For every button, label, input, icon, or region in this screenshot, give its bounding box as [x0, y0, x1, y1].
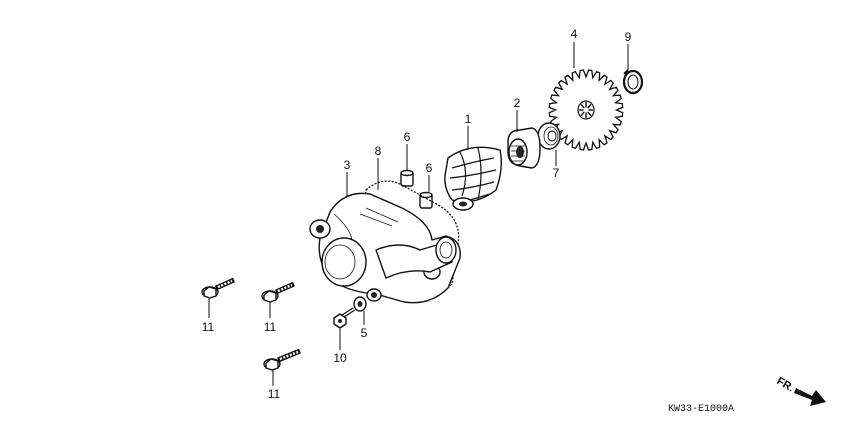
part-11-flange-bolt-a: [201, 277, 236, 299]
callout-2: 2: [514, 96, 521, 110]
callout-8: 8: [375, 144, 382, 158]
callout-3: 3: [344, 158, 351, 172]
part-11-flange-bolt-b: [261, 281, 296, 303]
part-11-flange-bolt-c: [263, 348, 301, 371]
callout-6-upper: 6: [404, 130, 411, 144]
part-7-oil-seal: [537, 122, 561, 150]
part-4-sprocket: [548, 69, 624, 151]
callout-11-b: 11: [264, 320, 277, 334]
callout-9: 9: [625, 30, 632, 44]
part-9-snap-ring: [622, 69, 644, 95]
callout-11-c: 11: [268, 387, 281, 401]
part-1-impeller: [444, 146, 503, 211]
part-10-drain-bolt: [333, 307, 356, 329]
part-code: KW33-E1000A: [668, 404, 734, 415]
sprocket-spline: [587, 111, 592, 117]
callout-5: 5: [361, 326, 368, 340]
callout-4: 4: [571, 27, 578, 41]
front-direction-indicator: FR.: [775, 375, 826, 406]
front-label: FR.: [775, 375, 796, 394]
part-2-mechanical-seal: [507, 127, 541, 169]
part-3-pump-cover: [309, 192, 461, 304]
sprocket-spline: [587, 103, 592, 109]
part-6-dowel-pin-lower: [419, 191, 433, 209]
part-6-dowel-pin-upper: [400, 169, 414, 187]
callout-10: 10: [333, 351, 347, 365]
part-5-washer: [353, 296, 367, 312]
leader-lines: [208, 42, 629, 386]
front-arrow-icon: [794, 388, 826, 406]
sprocket-spline: [580, 111, 585, 117]
sprocket-spline: [580, 103, 585, 109]
callout-1: 1: [465, 112, 472, 126]
callout-6-lower: 6: [426, 161, 433, 175]
callout-7: 7: [553, 166, 560, 180]
callout-11-a: 11: [202, 320, 215, 334]
